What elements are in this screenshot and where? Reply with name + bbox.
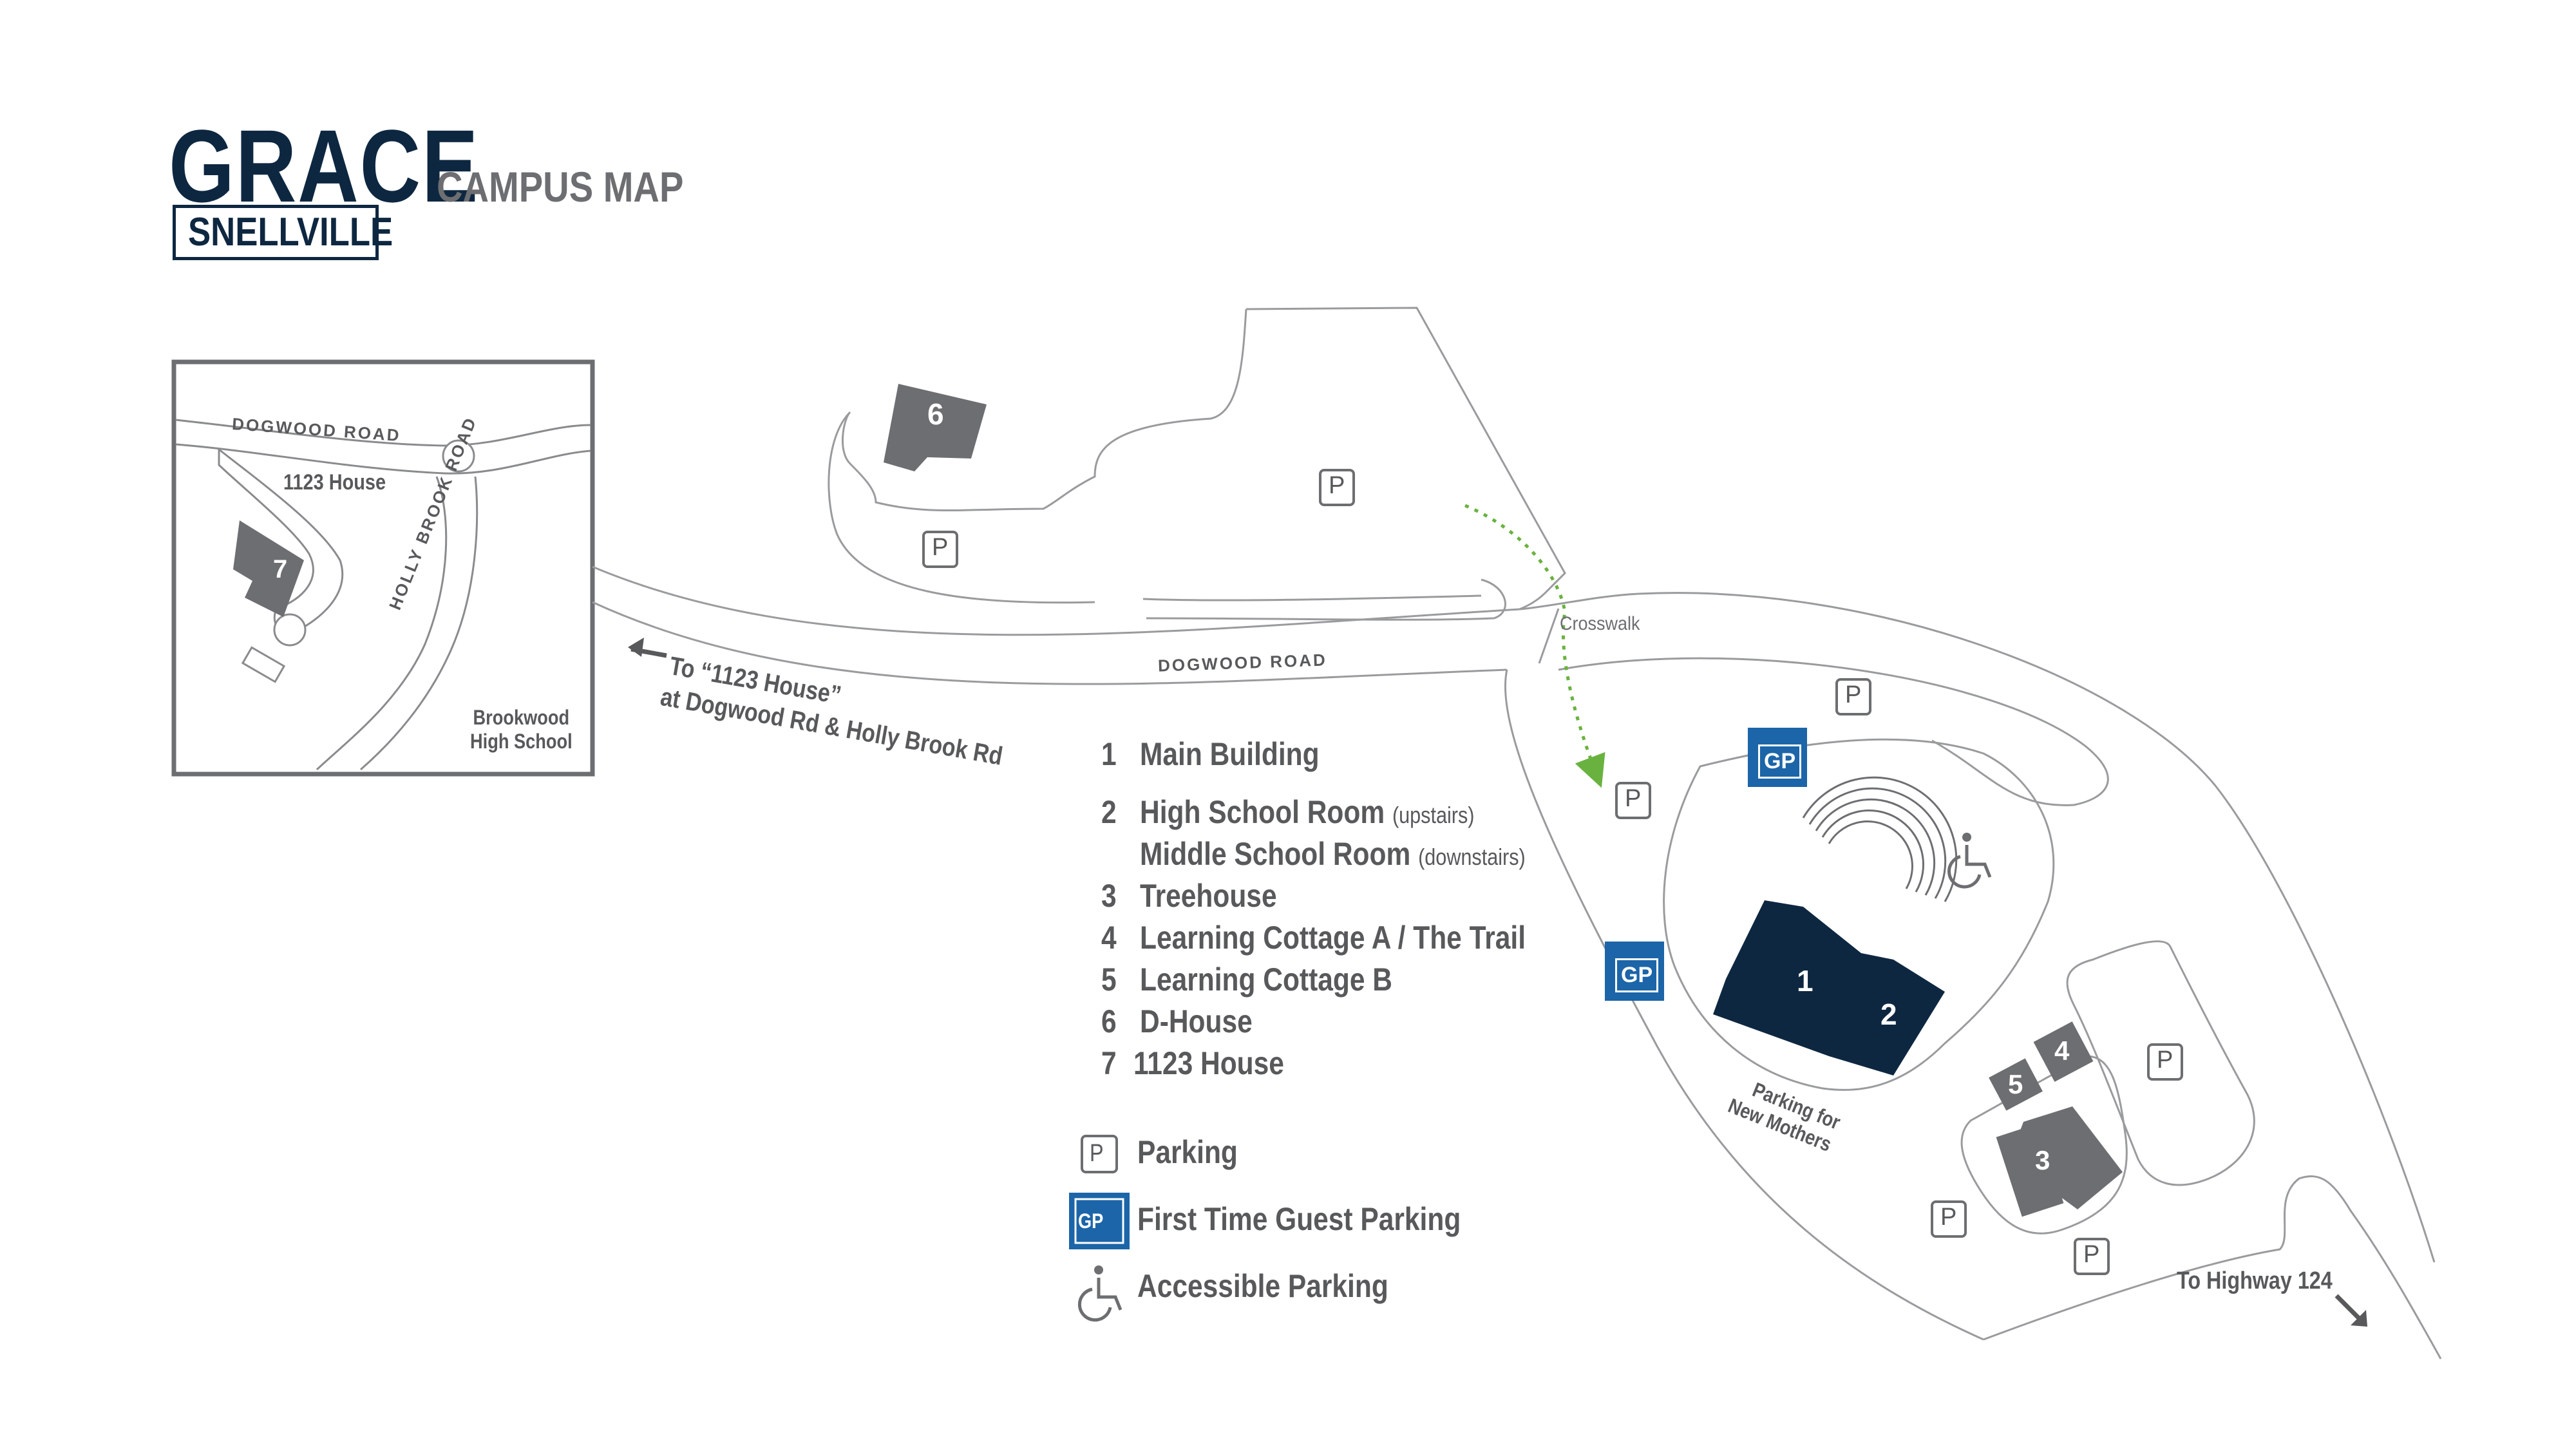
map-building-5-label: 5 (2008, 1069, 2023, 1099)
legend-label: High School Room (upstairs) (1140, 793, 1474, 831)
legend-num: 5 (1101, 961, 1117, 998)
building-5 (1989, 1058, 2043, 1111)
legend-accessible-icon (1077, 1265, 1122, 1322)
legend-parking-p: P (1090, 1140, 1104, 1167)
parking-label: P (1329, 472, 1345, 499)
arrow-to-highway (2334, 1294, 2364, 1323)
logo-box (173, 205, 379, 260)
legend-num: 6 (1101, 1003, 1117, 1039)
building-3-block (1996, 1123, 2064, 1217)
legend-note: (upstairs) (1392, 802, 1475, 828)
parking-label: P (1940, 1204, 1957, 1231)
legend-guest-gp: GP (1078, 1209, 1104, 1233)
logo-grace: GRACE (169, 108, 480, 223)
legend-num: 7 (1101, 1045, 1117, 1081)
parking-label: P (1625, 785, 1642, 812)
page-title: CAMPUS MAP (437, 163, 684, 211)
inset-1123-label: 1123 House (283, 470, 386, 495)
accessible-icon (1947, 833, 1992, 889)
inset-school-line1: Brookwood (473, 706, 570, 729)
building-6 (884, 384, 987, 471)
legend-parking-label: Parking (1137, 1134, 1238, 1170)
legend-guest-label: First Time Guest Parking (1137, 1201, 1461, 1237)
parking-markers (922, 469, 2183, 1275)
map-building-3-label: 3 (2035, 1145, 2050, 1175)
walking-path (1464, 504, 1605, 788)
legend-guest-box (1069, 1193, 1130, 1249)
building-4 (2033, 1021, 2094, 1082)
legend-label: Main Building (1140, 736, 1320, 772)
inset-building-7-label: 7 (273, 555, 288, 583)
map-building-2-label: 2 (1880, 998, 1897, 1031)
legend-label: Middle School Room (downstairs) (1140, 835, 1526, 873)
guest-parking-label: GP (1758, 744, 1802, 779)
map-building-6-label: 6 (927, 397, 944, 431)
parking-label: P (2157, 1046, 2174, 1074)
inset-school-line2: High School (470, 730, 573, 753)
roads (592, 307, 2442, 1359)
legend-label: Learning Cottage A / The Trail (1140, 920, 1526, 956)
building-1 (1713, 900, 1945, 1075)
crosswalk-label: Crosswalk (1560, 613, 1640, 634)
guest-parking-label: GP (1615, 958, 1659, 992)
legend-accessible-label: Accessible Parking (1137, 1268, 1388, 1304)
parking-label: P (1845, 681, 1862, 708)
legend-label-text: Middle School Room (1140, 836, 1411, 872)
inset-school-label: Brookwood High School (470, 706, 573, 753)
legend-label: Treehouse (1140, 878, 1277, 914)
legend-label: 1123 House (1133, 1045, 1284, 1081)
parking-label: P (932, 534, 949, 561)
legend-num: 1 (1101, 736, 1117, 772)
legend-parking-box (1081, 1135, 1118, 1173)
inset-map (171, 359, 595, 777)
legend-label-text: High School Room (1140, 794, 1385, 830)
amphitheater-icon (1802, 776, 1958, 902)
legend-label: Learning Cottage B (1140, 961, 1392, 998)
parking-label: P (2083, 1241, 2100, 1268)
to-highway-label: To Highway 124 (2177, 1267, 2333, 1294)
map-building-4-label: 4 (2054, 1036, 2070, 1066)
legend-num: 2 (1101, 794, 1117, 830)
legend-label: D-House (1140, 1003, 1253, 1039)
legend-note: (downstairs) (1418, 844, 1526, 870)
legend-num: 3 (1101, 878, 1117, 914)
logo-snellville: SNELLVILLE (188, 210, 393, 254)
map-building-1-label: 1 (1797, 964, 1814, 998)
legend-num: 4 (1101, 920, 1117, 956)
